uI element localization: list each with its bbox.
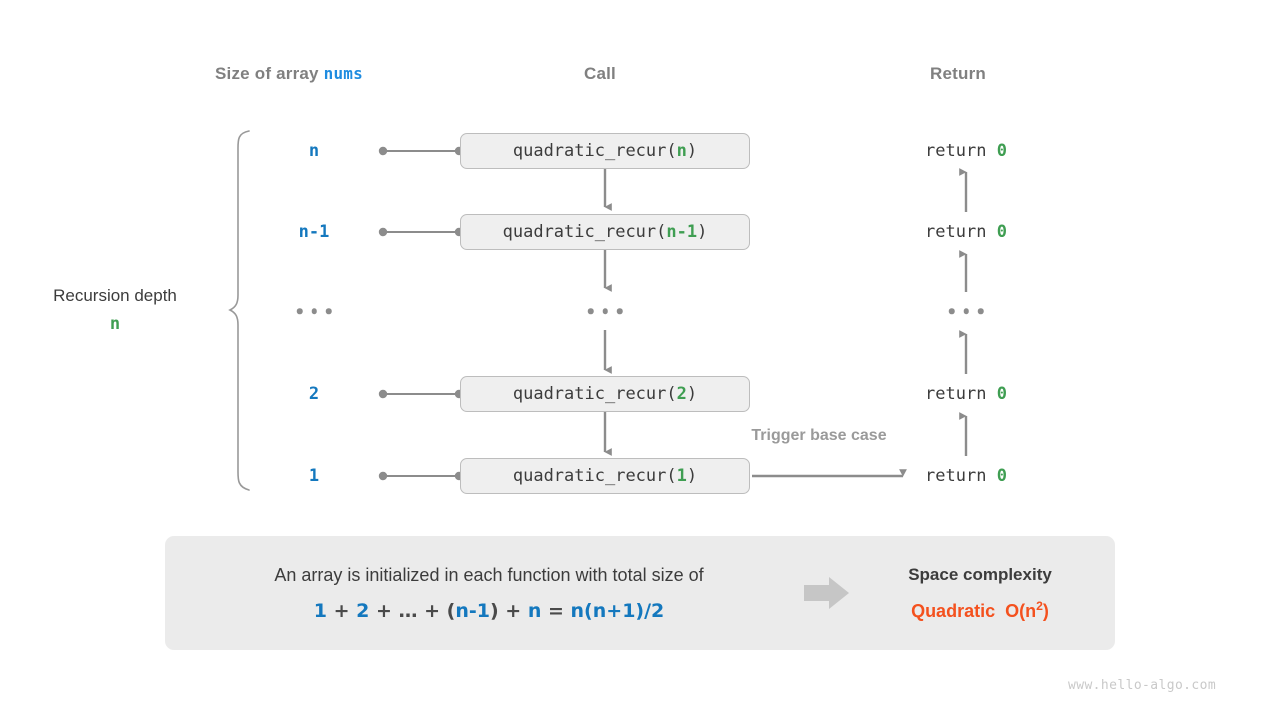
recursion-depth-brace xyxy=(228,130,250,491)
return-value: 0 xyxy=(996,466,1007,486)
summary-left: An array is initialized in each function… xyxy=(165,565,799,622)
header-size-label: Size of array xyxy=(215,64,324,83)
trigger-base-case-label: Trigger base case xyxy=(751,427,887,444)
formula-op-2: + xyxy=(369,599,399,622)
ellipsis-size-column xyxy=(296,308,332,314)
space-complexity-title: Space complexity xyxy=(908,564,1052,584)
return-label-row-5: return 0 xyxy=(925,466,1007,486)
formula-op-1: + xyxy=(326,599,357,622)
formula-term-5: n xyxy=(527,599,542,622)
formula-term-2: 2 xyxy=(356,599,370,622)
header-size-of-array: Size of array nums xyxy=(215,64,363,84)
return-label-row-2: return 0 xyxy=(925,222,1007,242)
summary-formula: 1 + 2 + … + (n-1) + n = n(n+1)/2 xyxy=(179,600,799,622)
call-name: quadratic_recur( xyxy=(512,141,677,161)
call-argument: n-1 xyxy=(666,222,698,242)
return-keyword: return xyxy=(925,222,997,242)
return-value: 0 xyxy=(996,141,1007,161)
formula-op-4: + xyxy=(498,599,528,622)
call-paren: ) xyxy=(686,384,698,404)
call-argument: 2 xyxy=(676,384,687,404)
formula-equals: = xyxy=(541,599,571,622)
summary-arrow xyxy=(799,576,855,610)
formula-term-4: n-1 xyxy=(455,599,490,622)
complexity-notation-pre: O(n xyxy=(1005,600,1037,621)
size-label-row-5: 1 xyxy=(308,466,320,486)
header-nums-code: nums xyxy=(323,64,363,83)
return-label-row-4: return 0 xyxy=(925,384,1007,404)
size-label-row-1: n xyxy=(308,141,320,161)
return-label-row-1: return 0 xyxy=(925,141,1007,161)
ellipsis-return-column xyxy=(948,308,984,314)
watermark: www.hello-algo.com xyxy=(1068,678,1217,693)
formula-result: n(n+1)/2 xyxy=(570,599,665,622)
call-paren: ) xyxy=(697,222,708,242)
formula-op-3: + xyxy=(417,599,447,622)
return-keyword: return xyxy=(925,384,997,404)
summary-right: Space complexity Quadratic O(n2) xyxy=(855,565,1115,622)
complexity-exponent: 2 xyxy=(1036,598,1043,613)
recursion-depth-label: Recursion depth n xyxy=(53,286,177,334)
call-argument: n xyxy=(676,141,687,161)
size-label-row-2: n-1 xyxy=(298,222,330,242)
complexity-name: Quadratic xyxy=(911,600,996,621)
complexity-notation-post: ) xyxy=(1042,600,1049,621)
call-name: quadratic_recur( xyxy=(512,466,677,486)
formula-term-1: 1 xyxy=(313,599,327,622)
call-name: quadratic_recur( xyxy=(512,384,677,404)
call-box-row-4[interactable]: quadratic_recur(2) xyxy=(460,376,750,412)
formula-paren-open: ( xyxy=(446,599,456,622)
right-block-arrow-icon xyxy=(804,577,849,609)
summary-description: An array is initialized in each function… xyxy=(274,564,704,585)
ellipsis-call-column xyxy=(587,308,623,314)
header-call: Call xyxy=(584,64,616,83)
call-box-row-5[interactable]: quadratic_recur(1) xyxy=(460,458,750,494)
space-complexity-value: Quadratic O(n2) xyxy=(855,599,1105,622)
return-value: 0 xyxy=(996,222,1007,242)
return-keyword: return xyxy=(925,141,997,161)
formula-paren-close: ) xyxy=(490,599,499,622)
header-return: Return xyxy=(930,64,986,83)
call-paren: ) xyxy=(686,141,698,161)
formula-ellipsis: … xyxy=(398,599,418,622)
summary-panel: An array is initialized in each function… xyxy=(165,536,1115,650)
recursion-depth-title: Recursion depth xyxy=(53,286,177,305)
call-name: quadratic_recur( xyxy=(502,222,667,242)
call-box-row-2[interactable]: quadratic_recur(n-1) xyxy=(460,214,750,250)
size-label-row-4: 2 xyxy=(308,384,320,404)
call-argument: 1 xyxy=(676,466,687,486)
return-keyword: return xyxy=(925,466,997,486)
call-box-row-1[interactable]: quadratic_recur(n) xyxy=(460,133,750,169)
recursion-depth-value: n xyxy=(109,314,121,334)
return-value: 0 xyxy=(996,384,1007,404)
call-paren: ) xyxy=(686,466,698,486)
